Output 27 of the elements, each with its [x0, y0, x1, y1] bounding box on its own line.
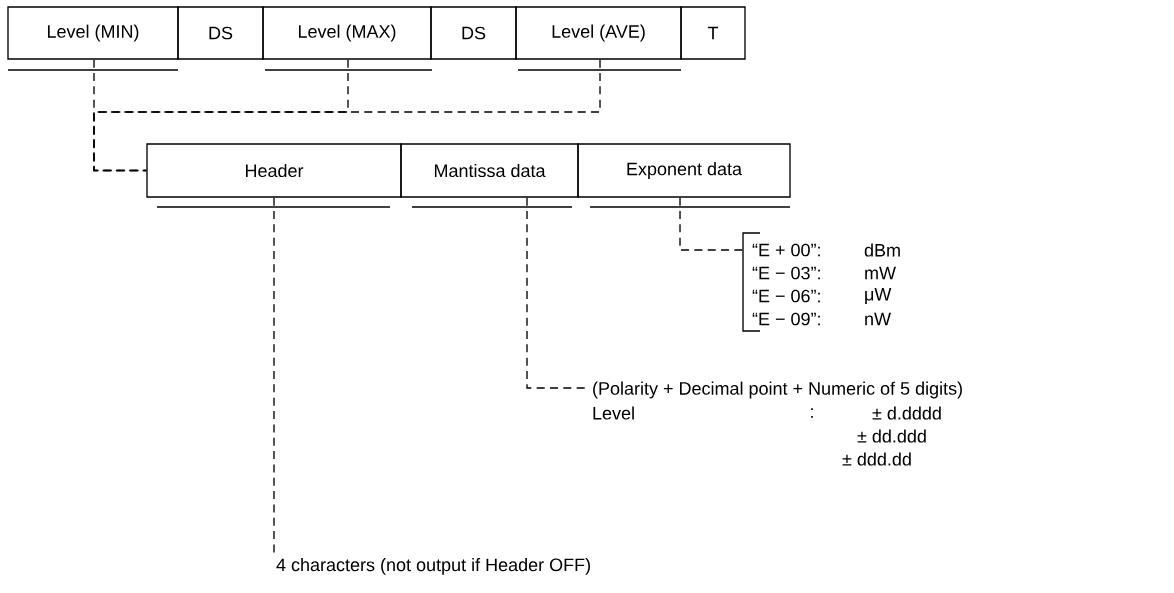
level-text: Level	[593, 406, 634, 420]
colon: :	[811, 408, 813, 418]
format-text: (Polarity + Decimal point + Numeric of 5 digits)	[593, 381, 962, 399]
field-box: Exponent data	[577, 143, 791, 198]
field-box: DS	[430, 6, 517, 60]
unit-text: μW	[865, 288, 892, 304]
leader-line	[679, 197, 744, 251]
value-format: ± ddd.dd	[842, 452, 911, 466]
value-format: ± dd.ddd	[857, 429, 926, 443]
note-text: 4 characters (not output if Header OFF)	[276, 558, 590, 575]
field-box: T	[680, 6, 746, 60]
unit-text: nW	[865, 312, 891, 326]
value-format: ± d.dddd	[872, 406, 941, 420]
unit-text: “E − 09”:	[752, 312, 820, 326]
field-box: Level (MIN)	[7, 6, 179, 60]
leader-line	[93, 59, 349, 172]
field-box: DS	[177, 6, 264, 60]
unit-text: “E + 00”:	[752, 243, 820, 257]
field-box: Header	[146, 143, 402, 198]
leader-line	[93, 59, 601, 172]
unit-text: mW	[865, 266, 896, 280]
field-box: Mantissa data	[400, 143, 579, 198]
field-box: Level (MAX)	[262, 6, 432, 60]
field-box: Level (AVE)	[515, 6, 682, 60]
unit-text: “E − 03”:	[752, 266, 820, 280]
unit-text: dBm	[864, 243, 900, 257]
unit-text: “E − 06”:	[752, 289, 820, 303]
